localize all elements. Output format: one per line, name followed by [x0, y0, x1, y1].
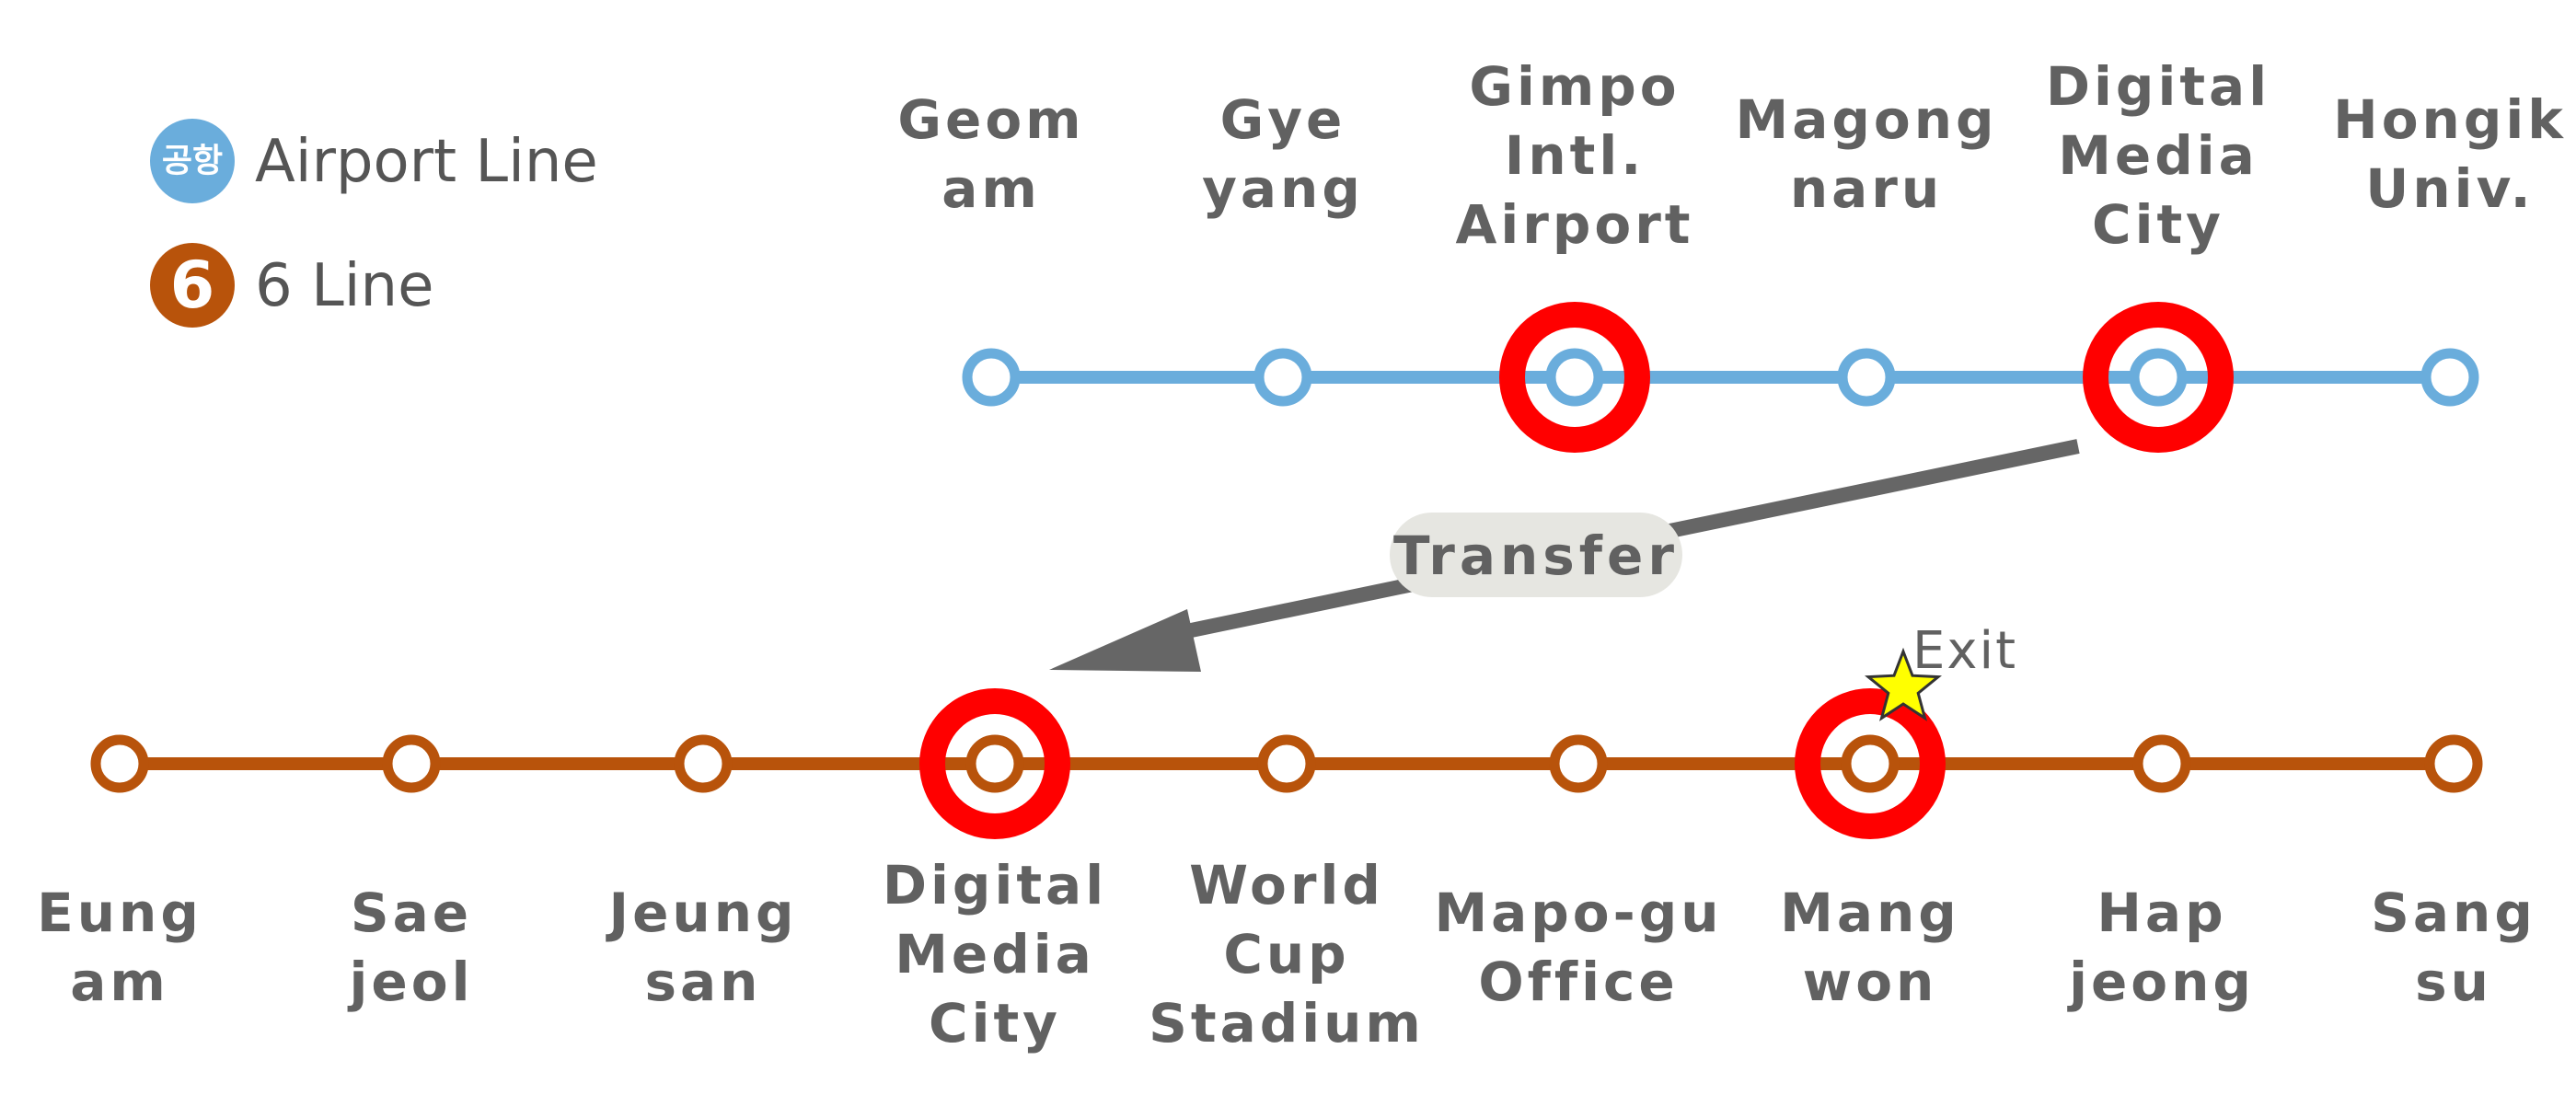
station-name: Stadium	[1149, 992, 1425, 1055]
station-marker[interactable]	[962, 348, 1021, 407]
station-marker[interactable]	[1837, 348, 1896, 407]
line-6: EungamSaejeolJeungsanDigitalMediaCityWor…	[37, 688, 2536, 1055]
station-name: naru	[1790, 157, 1943, 220]
exit-star-icon	[1865, 647, 1942, 721]
highlight-ring	[2083, 302, 2234, 453]
station-marker[interactable]	[2129, 348, 2188, 407]
transfer-arrow-head-icon	[1049, 609, 1201, 672]
line-badge-icon	[150, 243, 235, 328]
station-name: Hongik	[2333, 88, 2567, 151]
station-name: Jeung	[605, 882, 797, 944]
station-name: jeong	[2067, 951, 2255, 1013]
legend-label: Airport Line	[255, 128, 598, 196]
station[interactable]: Hap jeong	[2067, 734, 2255, 1013]
station-marker[interactable]	[2424, 734, 2483, 793]
highlight-ring	[1499, 302, 1650, 453]
legend: 공항 Airport Line 6 6 Line	[150, 119, 598, 328]
line-badge-icon	[150, 119, 235, 203]
station-name: Magong	[1735, 88, 1997, 151]
station-marker[interactable]	[674, 734, 733, 793]
station-name: Gye	[1220, 88, 1346, 151]
legend-item: 6 6 Line	[150, 243, 433, 328]
station[interactable]: Mang won	[1780, 688, 1960, 1013]
station-name: Sang	[2371, 882, 2536, 944]
highlight-ring	[1795, 688, 1946, 839]
airport-line: GeomamGyeyangGimpoIntl.AirportMagongnaru…	[897, 55, 2567, 453]
station-name: Media	[2058, 124, 2258, 187]
station-marker[interactable]	[965, 734, 1024, 793]
station-name: Intl.	[1505, 124, 1646, 187]
station-name: jeol	[348, 951, 474, 1013]
station-name: Media	[895, 923, 1095, 985]
station-name: City	[2092, 193, 2224, 256]
station-name: Geom	[897, 88, 1084, 151]
station-name: Hap	[2097, 882, 2226, 944]
station-name: Cup	[1223, 923, 1349, 985]
station-marker[interactable]	[2132, 734, 2191, 793]
station-name: san	[645, 951, 762, 1013]
legend-item: 공항 Airport Line	[150, 119, 598, 203]
exit-marker: Exit	[1865, 621, 2017, 721]
station-marker[interactable]	[90, 734, 149, 793]
station-marker[interactable]	[382, 734, 441, 793]
station-marker[interactable]	[1545, 348, 1604, 407]
station-name: Airport	[1455, 193, 1693, 256]
station-name: Digital	[2046, 55, 2270, 118]
station-name: City	[929, 992, 1061, 1055]
exit-label: Exit	[1912, 621, 2017, 681]
transfer-label: Transfer	[1393, 524, 1679, 587]
station-name: Gimpo	[1469, 55, 1680, 118]
station-marker[interactable]	[1841, 734, 1900, 793]
station-name: Mapo-gu	[1434, 882, 1722, 944]
station[interactable]: Eung am	[37, 734, 202, 1013]
station-name: Sae	[351, 882, 472, 944]
station-name: yang	[1202, 157, 1364, 220]
station-name: won	[1803, 951, 1938, 1013]
transfer-indicator: Transfer	[1049, 439, 2080, 672]
station-marker[interactable]	[1257, 734, 1316, 793]
station-marker[interactable]	[2420, 348, 2479, 407]
station-name: Univ.	[2365, 157, 2534, 220]
legend-label: 6 Line	[255, 252, 433, 320]
line-badge-label: 6	[170, 248, 215, 323]
highlight-ring	[919, 688, 1070, 839]
transfer-label-box	[1390, 513, 1682, 597]
station-name: Mang	[1780, 882, 1960, 944]
station[interactable]: Jeung san	[605, 734, 797, 1013]
line-badge-label: 공항	[162, 143, 223, 180]
station-marker[interactable]	[1253, 348, 1312, 407]
station-name: am	[941, 157, 1041, 220]
station-name: Office	[1478, 951, 1678, 1013]
station-marker[interactable]	[1549, 734, 1608, 793]
station-name: World	[1189, 854, 1384, 916]
station[interactable]: Sae jeol	[348, 734, 474, 1013]
station-name: Eung	[37, 882, 202, 944]
station-name: su	[2415, 951, 2492, 1013]
station-name: am	[70, 951, 169, 1013]
station[interactable]: Sang su	[2371, 734, 2536, 1013]
station-name: Digital	[883, 854, 1107, 916]
